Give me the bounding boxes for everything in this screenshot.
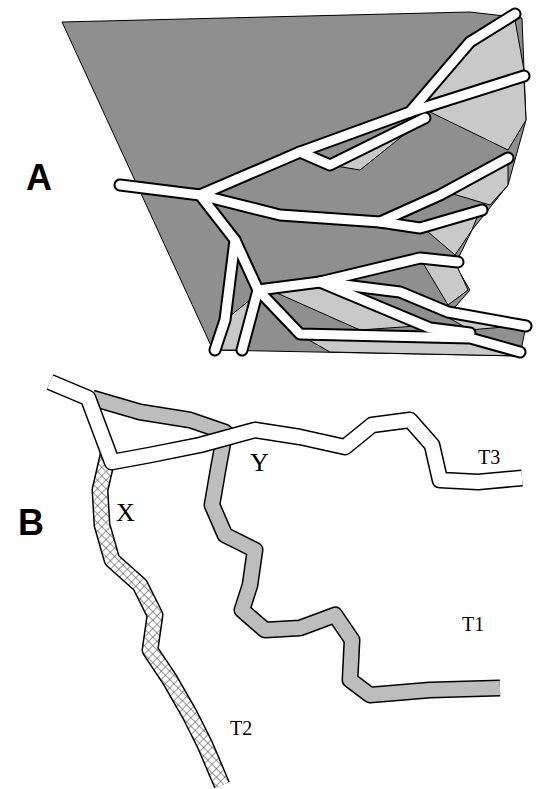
channel-label: T3 <box>478 447 500 467</box>
channel-t3 <box>50 382 522 482</box>
channel-label: T2 <box>230 718 252 738</box>
drainage-basin <box>62 12 526 356</box>
point-label: Y <box>250 450 269 476</box>
point-label: X <box>116 500 135 526</box>
panel-letter: B <box>18 505 44 541</box>
channel-label: T1 <box>462 614 484 634</box>
panel-letter: A <box>26 160 52 196</box>
